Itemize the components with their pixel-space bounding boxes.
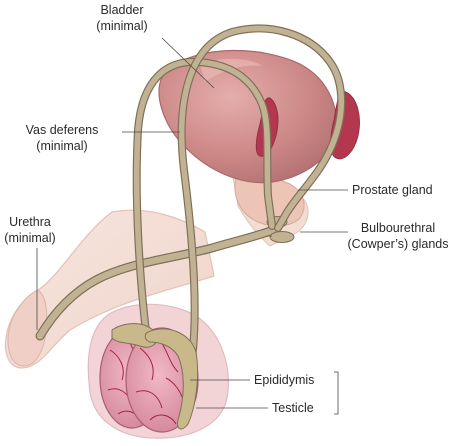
label-urethra-line1: Urethra: [9, 215, 51, 229]
label-bulbourethral: Bulbourethral (Cowper’s) glands: [348, 221, 449, 251]
label-vas-deferens-line2: (minimal): [36, 139, 87, 153]
label-testicle: Testicle: [272, 401, 314, 415]
label-bladder-line2: (minimal): [96, 19, 147, 33]
vas-deferens-left: [132, 57, 276, 336]
label-urethra: Urethra (minimal): [4, 215, 55, 245]
urethra: [35, 225, 279, 341]
label-vas-deferens: Vas deferens (minimal): [26, 123, 99, 153]
label-epididymis: Epididymis: [254, 373, 314, 387]
leader-lines: [36, 37, 348, 415]
label-prostate-gland-line1: Prostate gland: [352, 183, 433, 197]
label-urethra-line2: (minimal): [4, 231, 55, 245]
label-bladder: Bladder (minimal): [96, 3, 147, 33]
epididymis-left: [111, 323, 158, 348]
label-bulbourethral-line1: Bulbourethral: [361, 221, 435, 235]
label-epididymis-line1: Epididymis: [254, 373, 314, 387]
label-testicle-line1: Testicle: [272, 401, 314, 415]
label-bladder-line1: Bladder: [100, 3, 143, 17]
vas-deferens-right: [177, 24, 346, 386]
epididymis-right: [144, 328, 199, 430]
label-bulbourethral-line2: (Cowper’s) glands: [348, 237, 449, 251]
label-vas-deferens-line1: Vas deferens: [26, 123, 99, 137]
label-prostate-gland: Prostate gland: [352, 183, 433, 197]
